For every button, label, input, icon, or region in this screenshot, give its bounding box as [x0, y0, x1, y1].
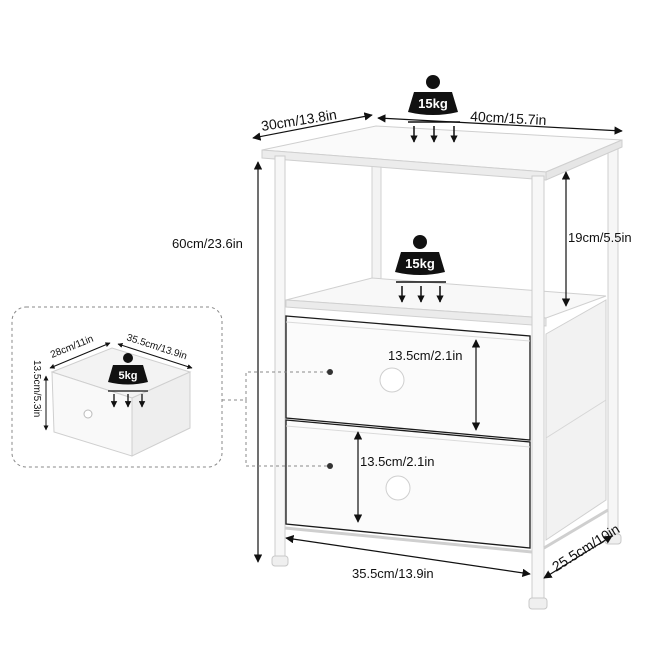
down-arrows-icon	[108, 390, 148, 408]
load-shelf-label: 15kg	[405, 256, 435, 271]
drawer-upper	[285, 315, 531, 441]
width-top-label: 40cm/15.7in	[470, 108, 547, 128]
depth-top-label: 30cm/13.8in	[260, 106, 338, 134]
load-drawer-label: 5kg	[119, 370, 138, 382]
dimension-lines	[252, 112, 623, 579]
weight-icon: 15kg	[408, 75, 458, 115]
front-right-post	[531, 175, 545, 601]
height-total-label: 60cm/23.6in	[172, 236, 243, 251]
drawer-detail-panel: 28cm/11in 35.5cm/13.9in 13.5cm/5.3in 5kg	[11, 306, 223, 468]
drawer1-height-label: 13.5cm/2.1in	[388, 348, 462, 363]
base-width-label: 35.5cm/13.9in	[352, 566, 434, 581]
shelf-gap-label: 19cm/5.5in	[568, 230, 632, 245]
drawer-knob	[385, 475, 411, 501]
weight-icon: 15kg	[395, 235, 445, 275]
back-right-post	[607, 147, 619, 537]
drawer2-height-label: 13.5cm/2.1in	[360, 454, 434, 469]
drawer-lower	[285, 419, 531, 549]
down-arrows-icon	[396, 281, 446, 303]
down-arrows-icon	[408, 121, 460, 143]
load-top-label: 15kg	[418, 96, 448, 111]
foot	[271, 555, 289, 567]
front-left-post	[274, 155, 286, 559]
foot	[528, 597, 548, 610]
detail-connector	[222, 371, 330, 467]
drawer-knob	[379, 367, 405, 393]
drawer-height-label: 13.5cm/5.3in	[31, 360, 42, 417]
back-left-post	[371, 159, 382, 281]
nightstand	[261, 125, 623, 610]
weight-icon: 5kg	[108, 353, 148, 385]
side-fabric-panel	[545, 299, 607, 541]
